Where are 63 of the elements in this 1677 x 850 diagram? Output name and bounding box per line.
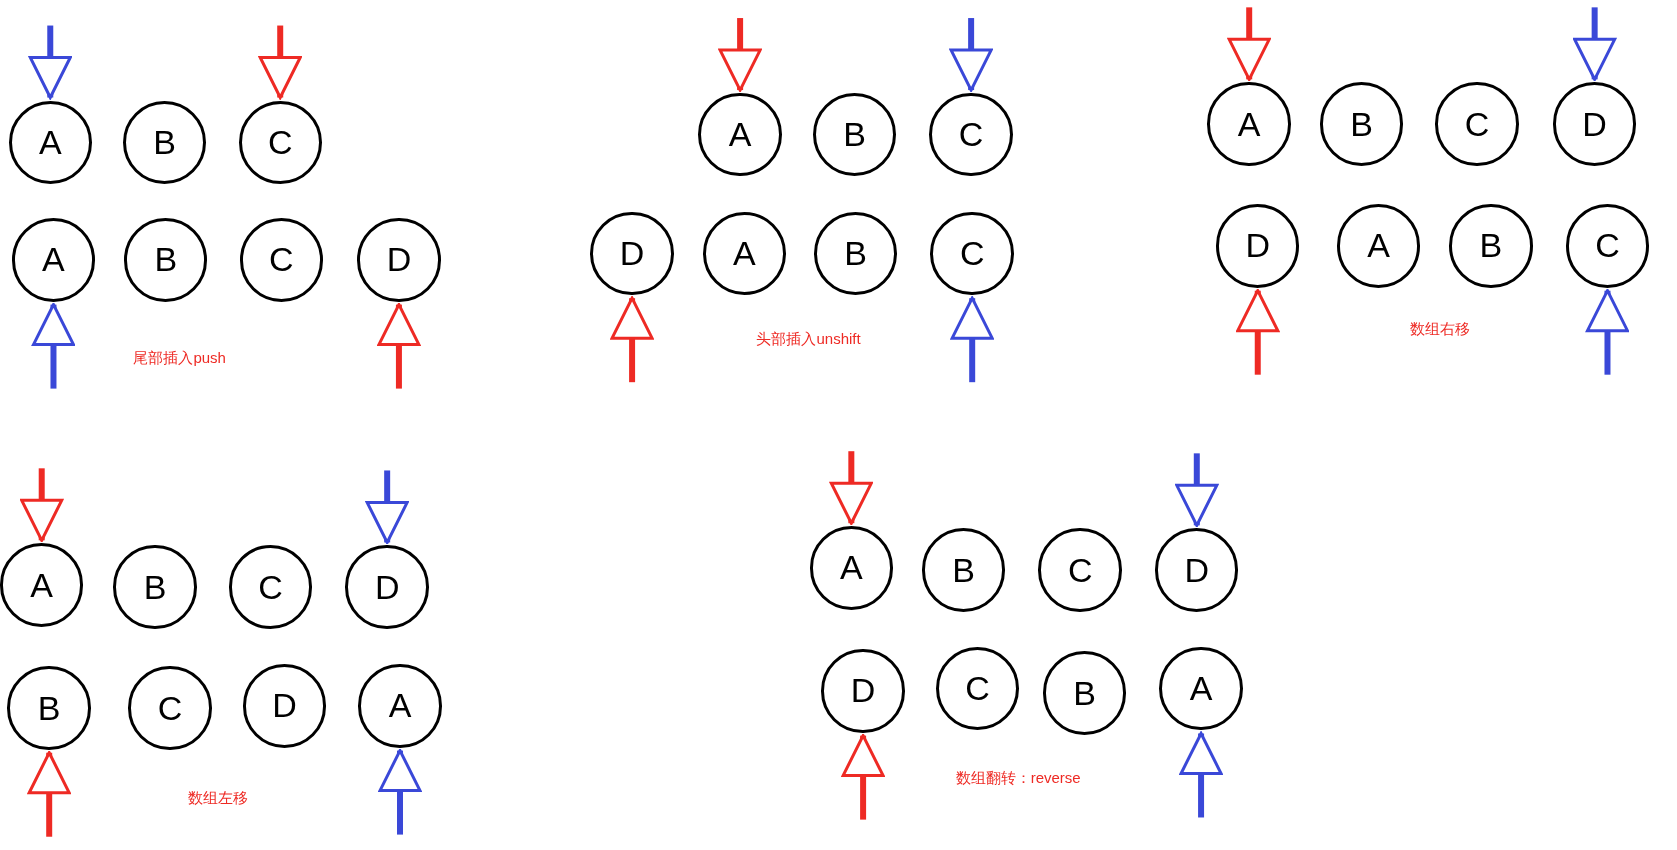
arrow [258,25,302,100]
arrow [27,751,71,837]
letter-circle: A [8,100,92,184]
caption-text: 头部插入unshift [756,329,861,349]
letter-circle: A [1336,204,1421,288]
arrow [1573,7,1617,81]
letter-circle: C [1435,82,1519,166]
letter-circle: A [11,218,96,302]
arrow [1179,732,1223,818]
letter-circle: B [1042,651,1127,735]
letter-circle: D [345,545,429,629]
letter-circle: D [357,218,441,302]
letter-circle: B [7,666,91,750]
caption-text: 数组右移 [1409,319,1470,339]
letter-circle: C [1038,528,1122,612]
letter-circle: B [812,93,897,177]
letter-circle: A [702,211,787,296]
letter-circle: B [921,528,1006,612]
arrow [28,25,72,100]
letter-circle: A [1207,82,1291,166]
caption-text: 数组翻转：reverse [955,768,1081,788]
arrow [32,303,75,389]
caption-text: 数组左移 [188,788,249,808]
arrow [949,18,993,92]
arrow [950,296,994,383]
letter-circle: C [128,666,212,750]
letter-circle: D [1552,82,1637,166]
arrow [610,296,654,383]
letter-circle: D [242,664,327,748]
arrow [841,734,885,820]
arrow [1175,453,1219,527]
arrow [1227,7,1271,81]
caption-text: 尾部插入push [133,348,226,368]
arrow [378,749,422,835]
letter-circle: B [1449,204,1533,288]
letter-circle: C [238,100,322,184]
letter-circle: A [0,543,84,627]
arrow [377,303,421,389]
letter-circle: C [228,545,313,629]
letter-circle: B [113,545,197,629]
arrow [20,468,64,542]
letter-circle: B [124,218,208,302]
letter-circle: A [1159,647,1243,731]
letter-circle: D [1155,528,1239,612]
letter-circle: C [930,211,1014,296]
letter-circle: C [1565,204,1650,288]
letter-circle: C [929,93,1013,177]
arrow [365,470,409,544]
arrow [718,18,762,92]
letter-circle: D [590,211,674,296]
letter-circle: C [935,647,1020,731]
letter-circle: B [813,211,898,296]
arrow [829,451,873,525]
letter-circle: A [358,664,442,748]
letter-circle: D [821,649,905,733]
arrow [1586,289,1629,375]
letter-circle: C [239,218,323,302]
arrow [1236,289,1280,375]
letter-circle: D [1216,204,1300,288]
letter-circle: A [809,526,894,610]
letter-circle: B [123,100,207,184]
letter-circle: B [1319,82,1404,166]
letter-circle: A [698,93,782,177]
